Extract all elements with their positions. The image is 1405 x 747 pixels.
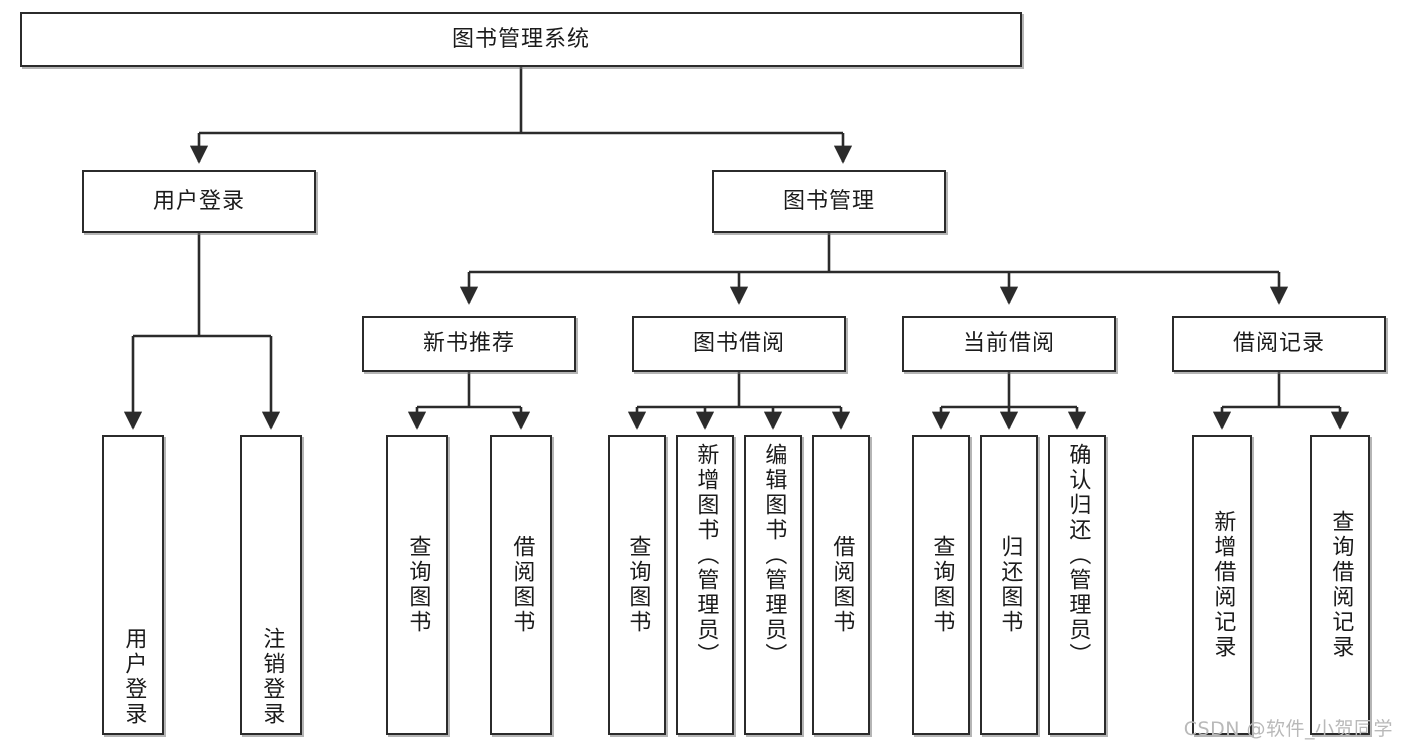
node-leaf-query-book-label: 查询图书 xyxy=(625,535,651,635)
node-leaf-borrow-book-label: 借阅图书 xyxy=(829,535,855,635)
node-book-borrow-label: 图书借阅 xyxy=(692,331,785,357)
node-leaf-add-borrow-record-label: 新增借阅记录 xyxy=(1210,510,1236,660)
node-leaf-add-book[interactable]: 新增图书（管理员） xyxy=(676,435,734,735)
node-leaf-confirm-return-label: 确认归还（管理员） xyxy=(1065,443,1091,668)
node-leaf-confirm-return[interactable]: 确认归还（管理员） xyxy=(1048,435,1106,735)
node-leaf-user-login-label: 用户登录 xyxy=(121,627,147,727)
node-leaf-add-borrow-record[interactable]: 新增借阅记录 xyxy=(1192,435,1252,735)
watermark: CSDN @软件_小贺同学 xyxy=(1183,718,1393,740)
node-leaf-return-book[interactable]: 归还图书 xyxy=(980,435,1038,735)
node-book-borrow[interactable]: 图书借阅 xyxy=(632,316,846,372)
node-leaf-borrow-book-recommend-label: 借阅图书 xyxy=(509,535,535,635)
node-root-label: 图书管理系统 xyxy=(451,26,590,52)
node-new-book-recommend-label: 新书推荐 xyxy=(422,331,515,357)
node-leaf-user-login[interactable]: 用户登录 xyxy=(102,435,164,735)
node-leaf-edit-book-label: 编辑图书（管理员） xyxy=(761,443,787,668)
node-leaf-query-book-current[interactable]: 查询图书 xyxy=(912,435,970,735)
node-new-book-recommend[interactable]: 新书推荐 xyxy=(362,316,576,372)
node-leaf-query-book-recommend-label: 查询图书 xyxy=(405,535,431,635)
node-root[interactable]: 图书管理系统 xyxy=(20,12,1022,67)
node-leaf-add-book-label: 新增图书（管理员） xyxy=(693,443,719,668)
node-leaf-query-borrow-record[interactable]: 查询借阅记录 xyxy=(1310,435,1370,735)
node-leaf-logout[interactable]: 注销登录 xyxy=(240,435,302,735)
node-borrow-record-label: 借阅记录 xyxy=(1232,331,1325,357)
node-user-login[interactable]: 用户登录 xyxy=(82,170,316,233)
node-leaf-query-book-current-label: 查询图书 xyxy=(929,535,955,635)
node-leaf-borrow-book[interactable]: 借阅图书 xyxy=(812,435,870,735)
node-current-borrow-label: 当前借阅 xyxy=(962,331,1055,357)
node-current-borrow[interactable]: 当前借阅 xyxy=(902,316,1116,372)
node-leaf-logout-label: 注销登录 xyxy=(259,627,285,727)
node-leaf-query-book[interactable]: 查询图书 xyxy=(608,435,666,735)
node-leaf-query-borrow-record-label: 查询借阅记录 xyxy=(1328,510,1354,660)
node-leaf-borrow-book-recommend[interactable]: 借阅图书 xyxy=(490,435,552,735)
node-user-login-label: 用户登录 xyxy=(152,188,245,214)
node-book-management-label: 图书管理 xyxy=(782,188,875,214)
node-book-management[interactable]: 图书管理 xyxy=(712,170,946,233)
node-leaf-query-book-recommend[interactable]: 查询图书 xyxy=(386,435,448,735)
node-leaf-return-book-label: 归还图书 xyxy=(997,535,1023,635)
node-leaf-edit-book[interactable]: 编辑图书（管理员） xyxy=(744,435,802,735)
node-borrow-record[interactable]: 借阅记录 xyxy=(1172,316,1386,372)
